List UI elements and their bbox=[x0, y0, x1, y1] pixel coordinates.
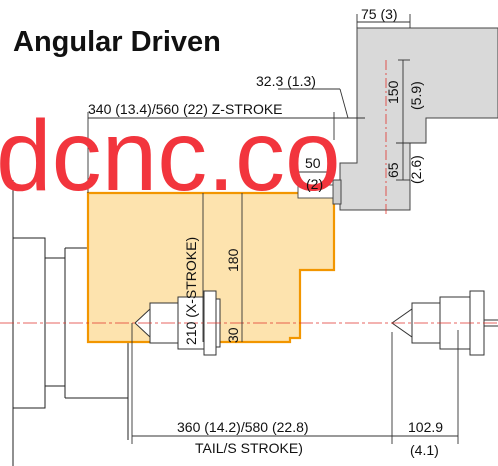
dim-50-label: 50 bbox=[305, 155, 321, 171]
dim-30-label: 30 bbox=[225, 327, 241, 343]
dim-tail-offset-label: 102.9 bbox=[408, 419, 443, 435]
dim-top-width-label: 75 (3) bbox=[361, 6, 398, 22]
dim-180-label: 180 bbox=[225, 248, 241, 272]
dim-tail-stroke-caption: TAIL/S STROKE) bbox=[195, 440, 303, 456]
dimension-lines bbox=[87, 14, 459, 444]
dim-65-label: 65 bbox=[385, 162, 401, 178]
diagram-title: Angular Driven bbox=[13, 26, 221, 58]
dim-50-inch-label: (2) bbox=[306, 176, 323, 192]
dim-150-label: 150 bbox=[385, 80, 401, 104]
dim-150-inch-label: (5.9) bbox=[408, 81, 424, 110]
watermark: dcnc.co bbox=[0, 100, 341, 212]
dim-x-stroke-label: 210 (X-STROKE) bbox=[183, 237, 199, 345]
dim-z-stroke-label: 340 (13.4)/560 (22) Z-STROKE bbox=[88, 101, 283, 117]
dim-offset-small-label: 32.3 (1.3) bbox=[256, 73, 316, 89]
dim-65-inch-label: (2.6) bbox=[408, 155, 424, 184]
dim-tail-offset-inch-label: (4.1) bbox=[410, 442, 439, 458]
dim-tail-stroke-label: 360 (14.2)/580 (22.8) bbox=[177, 419, 309, 435]
